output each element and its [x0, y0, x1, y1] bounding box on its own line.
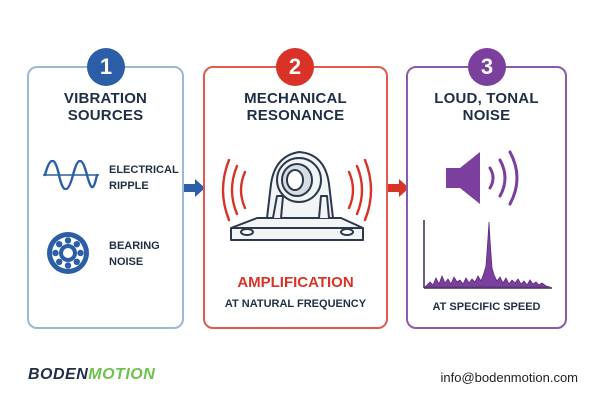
logo-part-1: BODEN: [28, 366, 89, 383]
step-1-title: VIBRATION SOURCES: [29, 90, 182, 124]
ball-bearing-icon: [47, 232, 89, 274]
contact-email[interactable]: info@bodenmotion.com: [440, 370, 579, 385]
step-1-title-line-1: VIBRATION: [63, 90, 148, 107]
electrical-ripple-label: ELECTRICAL RIPPLE: [109, 162, 179, 194]
electrical-ripple-line-1: ELECTRICAL: [109, 164, 179, 176]
step-1-title-line-2: SOURCES: [67, 107, 144, 124]
step-3-title-line-1: LOUD, TONAL: [434, 90, 539, 107]
speaker-icon: [446, 150, 519, 206]
step-2-panel: 2 MECHANICAL RESONANCE AMPLIFICATI: [203, 48, 388, 329]
step-1-badge: 1: [87, 48, 125, 86]
step-3-title-line-2: NOISE: [462, 107, 511, 124]
amplification-label: AMPLIFICATION: [237, 274, 354, 291]
electrical-ripple-line-2: RIPPLE: [109, 180, 149, 192]
sine-wave-icon: [43, 160, 99, 190]
step-3-panel: 3 LOUD, TONAL NOISE AT SPECIFIC SPEED: [406, 48, 567, 329]
bodenmotion-logo: BODENMOTION: [28, 366, 155, 384]
step-2-title-line-1: MECHANICAL: [244, 90, 347, 107]
bearing-noise-label: BEARING NOISE: [109, 238, 160, 270]
logo-part-2: MOTION: [88, 366, 156, 383]
step-1-panel: 1 VIBRATION SOURCES ELECTRICAL RIPPLE BE…: [27, 48, 184, 329]
step-2-title: MECHANICAL RESONANCE: [205, 90, 386, 124]
pillow-block-housing-icon: [221, 151, 373, 241]
step-2-badge: 2: [276, 48, 314, 86]
step-3-badge: 3: [468, 48, 506, 86]
natural-frequency-caption: AT NATURAL FREQUENCY: [224, 298, 367, 310]
specific-speed-caption: AT SPECIFIC SPEED: [432, 301, 541, 313]
bearing-noise-line-2: NOISE: [109, 256, 144, 268]
arrow-right-icon: [184, 179, 205, 197]
bearing-noise-line-1: BEARING: [109, 240, 160, 252]
step-2-title-line-2: RESONANCE: [246, 107, 345, 124]
arrow-right-icon: [388, 179, 409, 197]
step-3-title: LOUD, TONAL NOISE: [408, 90, 565, 124]
frequency-spectrum-peak-icon: [423, 220, 552, 289]
